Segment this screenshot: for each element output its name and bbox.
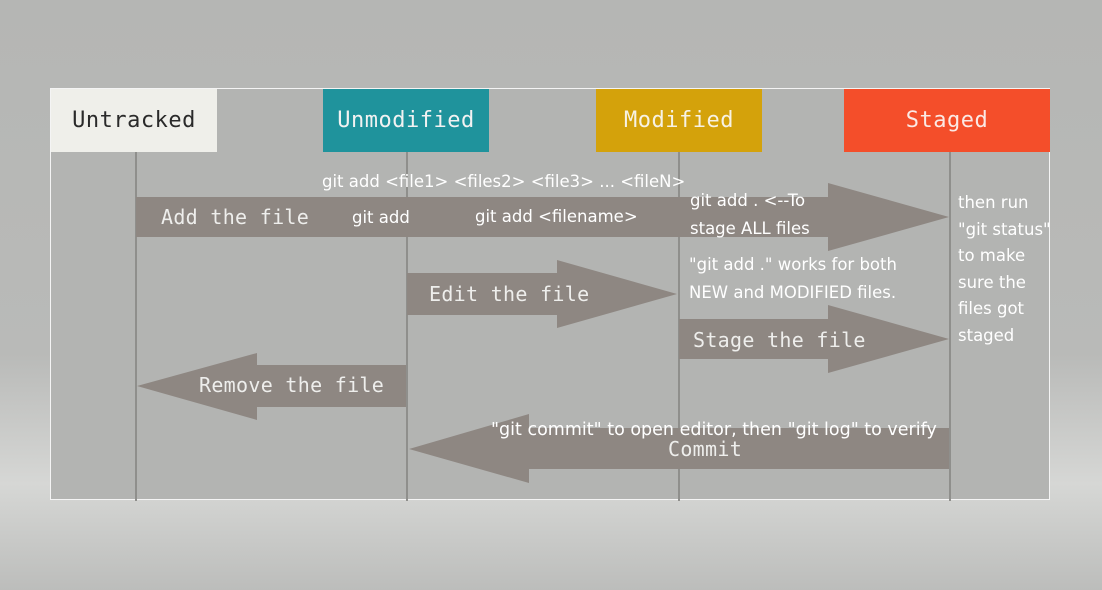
lane-header-staged: Staged [844, 89, 1050, 152]
arrow-add-file [136, 183, 949, 251]
arrow-remove-file [137, 353, 406, 420]
note-git-add-dot: git add . <--To stage ALL files [690, 187, 810, 243]
note-git-status: then run "git status" to make sure the f… [958, 190, 1051, 349]
note-git-add-dot-line2: stage ALL files [690, 219, 810, 238]
arrow-label-commit: Commit [668, 437, 743, 461]
note-git-add-filename: git add <filename> [475, 207, 638, 226]
note-git-add-files: git add <file1> <files2> <file3> ... <fi… [322, 172, 686, 191]
note-git-add-dot-line1: git add . <--To [690, 191, 806, 210]
note-git-status-line: staged [958, 325, 1015, 345]
note-works-both-line1: "git add ." works for both [689, 255, 897, 274]
lifeline-untracked [135, 152, 137, 501]
git-lifecycle-diagram: Untracked Unmodified Modified Staged Add… [50, 88, 1051, 501]
note-git-status-line: sure the [958, 272, 1026, 292]
lifeline-unmodified [406, 152, 408, 501]
arrow-commit [409, 414, 949, 483]
lane-header-unmodified: Unmodified [323, 89, 489, 152]
lane-header-untracked: Untracked [51, 89, 217, 152]
arrow-label-edit-file: Edit the file [429, 282, 590, 306]
note-git-add: git add [352, 208, 410, 227]
arrow-label-add-file: Add the file [161, 205, 310, 229]
note-works-both: "git add ." works for both NEW and MODIF… [689, 251, 897, 307]
arrows-layer [136, 183, 949, 483]
arrow-label-stage-file: Stage the file [693, 328, 866, 352]
arrow-edit-file [407, 260, 677, 328]
arrow-label-remove-file: Remove the file [199, 373, 385, 397]
note-git-status-line: files got [958, 299, 1025, 318]
lane-header-modified: Modified [596, 89, 762, 152]
note-git-status-line: to make [958, 246, 1026, 265]
arrow-stage-file [679, 305, 949, 373]
note-git-commit: "git commit" to open editor, then "git l… [491, 420, 937, 440]
lifeline-staged [949, 152, 951, 501]
note-git-status-line: "git status" [958, 219, 1051, 239]
note-works-both-line2: NEW and MODIFIED files. [689, 283, 897, 302]
note-git-status-line: then run [958, 193, 1029, 212]
